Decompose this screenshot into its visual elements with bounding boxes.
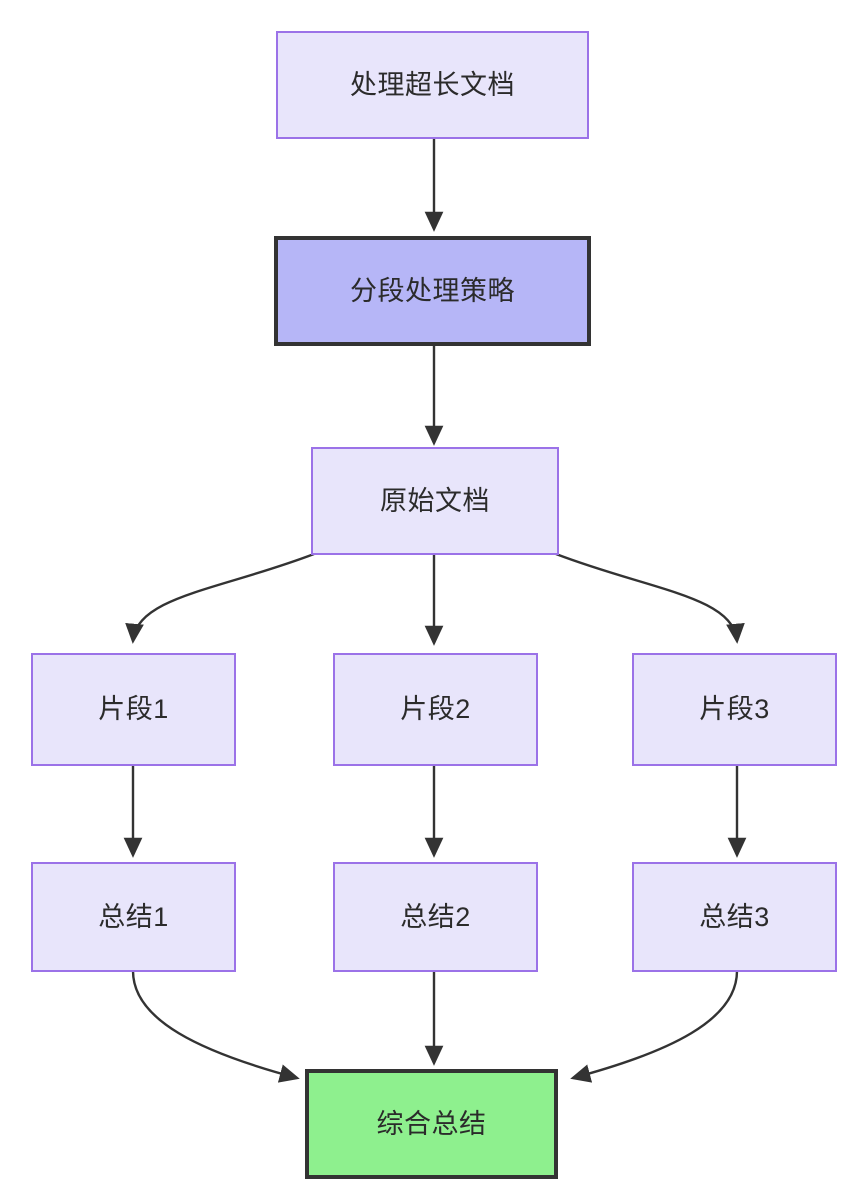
node-label: 总结1 bbox=[98, 901, 169, 932]
edge-n7-n10 bbox=[131, 970, 300, 1083]
edge-n3-n4 bbox=[125, 552, 315, 644]
node-process-long-document[interactable]: 处理超长文档 bbox=[276, 31, 589, 139]
node-label: 片段2 bbox=[400, 694, 471, 725]
node-segment-1[interactable]: 片段1 bbox=[31, 653, 236, 766]
node-label: 分段处理策略 bbox=[350, 275, 515, 306]
node-summary-1[interactable]: 总结1 bbox=[31, 862, 236, 972]
node-label: 总结2 bbox=[400, 901, 471, 932]
node-label: 综合总结 bbox=[376, 1108, 487, 1139]
node-label: 片段3 bbox=[699, 694, 770, 725]
node-label: 片段1 bbox=[98, 694, 169, 725]
node-summary-2[interactable]: 总结2 bbox=[333, 862, 538, 972]
node-combined-summary[interactable]: 综合总结 bbox=[305, 1069, 558, 1179]
edge-n9-n10 bbox=[570, 970, 739, 1083]
node-original-document[interactable]: 原始文档 bbox=[311, 447, 559, 555]
edge-n3-n6 bbox=[555, 552, 745, 644]
node-label: 原始文档 bbox=[380, 485, 490, 516]
node-label: 处理超长文档 bbox=[350, 69, 515, 100]
node-segment-3[interactable]: 片段3 bbox=[632, 653, 837, 766]
node-segment-2[interactable]: 片段2 bbox=[333, 653, 538, 766]
node-chunking-strategy[interactable]: 分段处理策略 bbox=[274, 236, 591, 346]
node-label: 总结3 bbox=[699, 901, 770, 932]
node-summary-3[interactable]: 总结3 bbox=[632, 862, 837, 972]
